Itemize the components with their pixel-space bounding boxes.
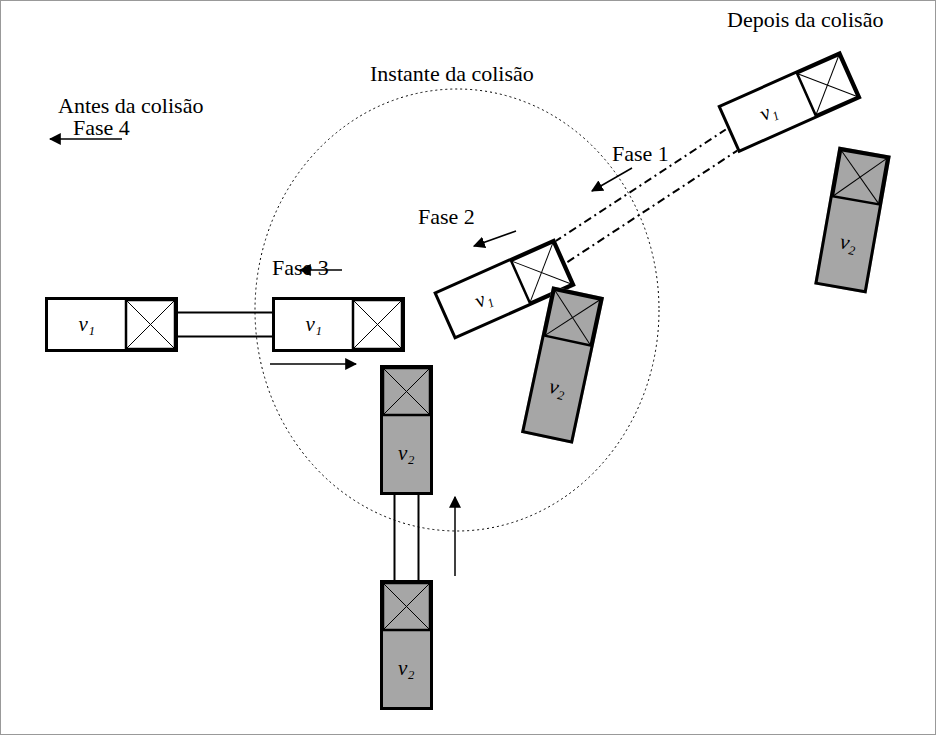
cab-cross <box>721 55 858 149</box>
cab-box <box>833 150 887 204</box>
track-line <box>394 495 396 580</box>
vehicle: v₂ <box>814 146 891 293</box>
cab-line <box>353 300 402 349</box>
cab-line <box>797 55 858 116</box>
track-line <box>178 312 272 314</box>
cab-box <box>797 55 858 116</box>
track-line <box>418 495 420 580</box>
vehicle: v₂ <box>380 580 433 710</box>
vehicle-label: v₂ <box>547 374 568 402</box>
cab-cross <box>818 150 888 290</box>
cab-line <box>545 290 601 346</box>
vehicle: v₁ <box>45 297 178 352</box>
stage-heading: Depois da colisão <box>727 8 883 32</box>
cab-cross <box>48 300 175 349</box>
track-lines <box>554 129 739 262</box>
vehicle: v₂ <box>380 365 433 495</box>
direction-arrow <box>454 497 456 576</box>
vehicle-label: v₁ <box>756 97 781 127</box>
cab-line <box>545 290 601 346</box>
vehicle-label: v₂ <box>398 441 415 466</box>
cab-line <box>833 150 887 204</box>
direction-arrow <box>270 363 356 365</box>
vehicle-label: v₂ <box>398 656 415 681</box>
cab-line <box>383 583 430 630</box>
direction-arrow <box>592 168 632 191</box>
cab-box <box>383 583 430 630</box>
vehicle-label: v₂ <box>838 229 859 257</box>
phase-label: Fase 2 <box>418 205 475 229</box>
stage-heading: Instante da colisão <box>370 62 534 86</box>
cab-box <box>383 368 430 415</box>
cab-line <box>797 55 858 116</box>
track-line <box>178 336 272 338</box>
cab-line <box>383 368 430 415</box>
phase-label: Fase 3 <box>272 256 329 280</box>
vehicle: v₁ <box>272 297 405 352</box>
track-line <box>567 150 738 263</box>
cab-line <box>833 150 887 204</box>
cab-cross <box>383 583 430 707</box>
cab-line <box>126 300 175 349</box>
direction-arrow <box>474 231 516 246</box>
cab-cross <box>525 290 601 441</box>
cab-box <box>545 290 601 346</box>
track-lines <box>178 313 272 337</box>
track-lines <box>395 495 419 580</box>
stage-heading: Antes da colisão <box>58 94 203 118</box>
cab-box <box>126 300 175 349</box>
vehicle: v₁ <box>717 51 861 153</box>
cab-line <box>383 368 430 415</box>
cab-line <box>353 300 402 349</box>
vehicle-label: v₁ <box>79 312 96 337</box>
vehicle-label: v₁ <box>471 284 496 314</box>
cab-cross <box>383 368 430 492</box>
collision-zone <box>255 89 659 531</box>
phase-label: Fase 1 <box>612 142 669 166</box>
vehicle: v₂ <box>521 286 604 444</box>
track-line <box>554 129 725 242</box>
cab-line <box>126 300 175 349</box>
cab-cross <box>275 300 402 349</box>
cab-box <box>353 300 402 349</box>
vehicle-label: v₁ <box>306 312 323 337</box>
phase-label: Fase 4 <box>73 116 130 140</box>
cab-line <box>383 583 430 630</box>
